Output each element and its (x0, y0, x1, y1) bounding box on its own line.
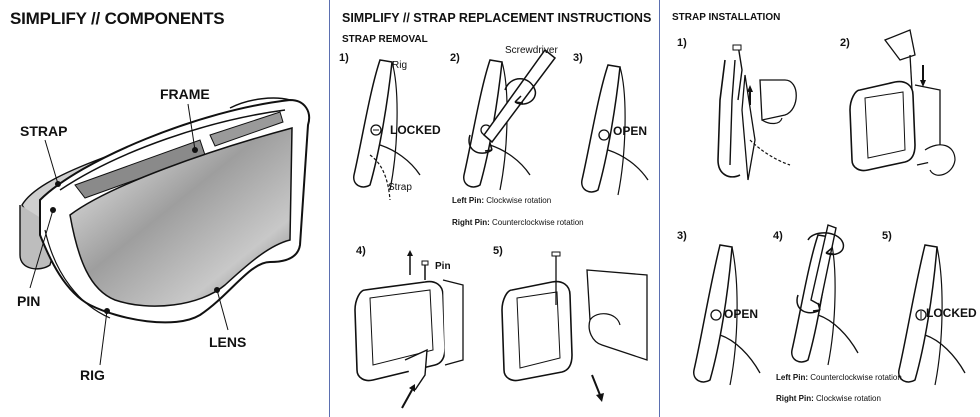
install-step-3-illustration (693, 244, 761, 386)
install-step-1: 1) (677, 37, 687, 49)
removal-step-2: 2) (450, 52, 460, 64)
removal-step-4: 4) (356, 245, 366, 257)
open-label: OPEN (613, 124, 648, 138)
install-step-5: 5) (882, 230, 892, 242)
screwdriver-label: Screwdriver (505, 45, 558, 56)
install-step-1-illustration (717, 44, 797, 181)
locked-label: LOCKED (390, 123, 441, 137)
install-step-2: 2) (840, 37, 850, 49)
goggle-illustration (19, 97, 310, 366)
replacement-panel: SIMPLIFY // STRAP REPLACEMENT INSTRUCTIO… (330, 0, 659, 417)
install-open-label: OPEN (724, 307, 759, 321)
install-left-pin-note: Left Pin: Counterclockwise rotation (776, 373, 902, 382)
components-panel: SIMPLIFY // COMPONENTS (0, 0, 329, 417)
install-locked-label: LOCKED (926, 306, 977, 320)
removal-left-pin-note: Left Pin: Right Pin:Clockwise rotation (452, 196, 552, 205)
installation-title: STRAP INSTALLATION (672, 12, 781, 23)
replacement-title: SIMPLIFY // STRAP REPLACEMENT INSTRUCTIO… (342, 11, 652, 25)
rig-label: Rig (392, 60, 408, 71)
removal-step-5-illustration (501, 251, 648, 402)
removal-step-1-illustration (353, 59, 421, 201)
strap-label: Strap (388, 182, 412, 193)
removal-step-3: 3) (573, 52, 583, 64)
installation-panel: STRAP INSTALLATION 1) 2) 3) 4) 5) OPEN (660, 0, 980, 417)
components-title: SIMPLIFY // COMPONENTS (10, 9, 225, 28)
label-frame: FRAME (160, 86, 210, 102)
install-step-5-illustration (898, 244, 966, 386)
removal-step-4-illustration (354, 250, 464, 409)
label-pin: PIN (17, 293, 41, 309)
pin-label: Pin (435, 261, 451, 272)
label-rig: RIG (80, 367, 105, 383)
removal-step-3-illustration (581, 64, 649, 196)
divider-2 (659, 0, 660, 417)
divider-1 (329, 0, 330, 417)
install-step-4-illustration (791, 224, 859, 366)
label-lens: LENS (209, 334, 247, 350)
removal-step-1: 1) (339, 52, 349, 64)
label-strap: STRAP (20, 123, 68, 139)
removal-right-pin-note: Right Pin: Counterclockwise rotation (452, 218, 584, 227)
install-step-4: 4) (773, 230, 783, 242)
removal-heading: STRAP REMOVAL (342, 34, 428, 45)
install-step-3: 3) (677, 230, 687, 242)
install-right-pin-note: Right Pin: Clockwise rotation (776, 394, 881, 403)
install-step-2-illustration (849, 29, 956, 176)
removal-step-2-illustration (463, 48, 557, 191)
removal-step-5: 5) (493, 245, 503, 257)
